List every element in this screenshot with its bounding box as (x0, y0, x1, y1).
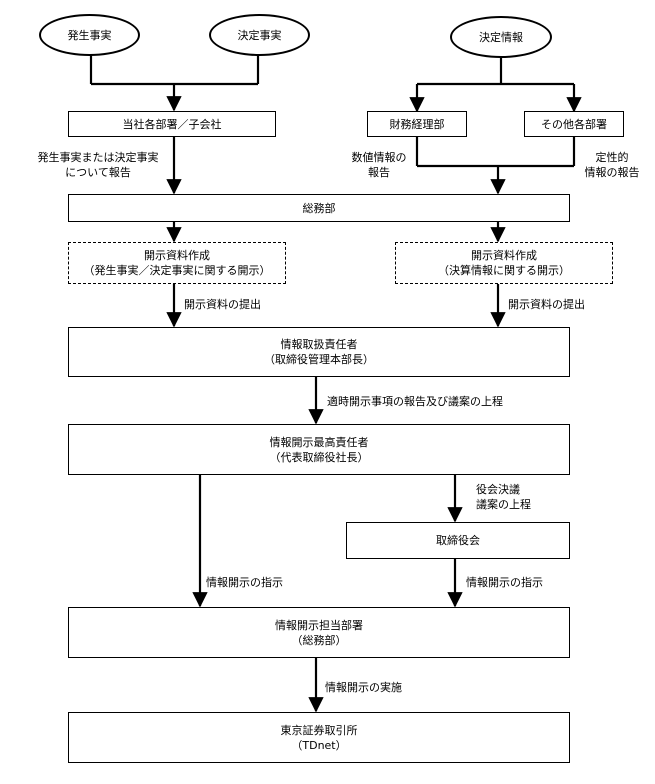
disclosure-dept-line2: （総務部） (291, 633, 347, 647)
finance-box: 財務経理部 (367, 111, 467, 137)
info-officer-box: 情報取扱責任者 （取締役管理本部長） (68, 327, 570, 377)
top-officer-line2: （代表取締役社長） (269, 450, 369, 464)
qualitative-line2: 情報の報告 (584, 166, 640, 179)
top-officer-box: 情報開示最高責任者 （代表取締役社長） (68, 424, 570, 475)
general-affairs-box: 総務部 (68, 194, 570, 222)
finance-label: 財務経理部 (389, 117, 445, 131)
board-box: 取締役会 (346, 522, 570, 559)
branches-label: 当社各部署／子会社 (122, 117, 222, 131)
prep-right-box: 開示資料作成 （決算情報に関する開示） (395, 242, 613, 284)
occurrence-ellipse: 発生事実 (39, 14, 140, 56)
board-label: 取締役会 (436, 534, 480, 547)
general-affairs-label: 総務部 (302, 201, 336, 215)
prep-left-line1: 開示資料作成 (144, 249, 210, 262)
execute-label: 情報開示の実施 (325, 681, 402, 694)
info-officer-line2: （取締役管理本部長） (264, 353, 374, 366)
tse-box: 東京証券取引所 （TDnet） (68, 712, 570, 763)
report-left-line2: について報告 (65, 166, 131, 179)
prep-left-line2: （発生事実／決定事実に関する開示） (83, 264, 271, 277)
qualitative-report-label: 定性的 情報の報告 (577, 150, 647, 180)
other-depts-box: その他各部署 (524, 111, 624, 137)
submit-left-label: 開示資料の提出 (184, 298, 261, 311)
occurrence-label: 発生事実 (67, 29, 112, 42)
timely-report-label: 適時開示事項の報告及び議案の上程 (327, 395, 503, 408)
decision-label: 決定事実 (237, 29, 282, 42)
board-resolution-line1: 役会決議 (476, 483, 520, 496)
prep-right-line2: （決算情報に関する開示） (438, 264, 570, 277)
decision-ellipse: 決定事実 (209, 14, 310, 56)
numeric-line2: 報告 (368, 166, 390, 179)
prep-left-box: 開示資料作成 （発生事実／決定事実に関する開示） (68, 242, 286, 284)
qualitative-line1: 定性的 (595, 151, 629, 164)
instruct-left-label: 情報開示の指示 (206, 576, 283, 589)
disclosure-dept-box: 情報開示担当部署 （総務部） (68, 607, 570, 658)
prep-right-line1: 開示資料作成 (471, 249, 537, 262)
decided-info-label: 決定情報 (479, 31, 523, 44)
submit-right-label: 開示資料の提出 (508, 298, 585, 311)
report-left-line1: 発生事実または決定事実 (37, 151, 159, 164)
tse-line1: 東京証券取引所 (280, 723, 358, 737)
other-depts-label: その他各部署 (541, 117, 607, 131)
tse-line2: （TDnet） (291, 738, 347, 752)
disclosure-dept-line1: 情報開示担当部署 (275, 618, 363, 632)
numeric-line1: 数値情報の (351, 151, 407, 164)
numeric-report-label: 数値情報の 報告 (346, 150, 412, 180)
board-resolution-label: 役会決議 議案の上程 (476, 482, 531, 512)
branches-box: 当社各部署／子会社 (68, 111, 276, 137)
info-officer-line1: 情報取扱責任者 (280, 338, 358, 351)
report-left-label: 発生事実または決定事実 について報告 (30, 150, 166, 180)
decided-info-ellipse: 決定情報 (450, 16, 552, 58)
top-officer-line1: 情報開示最高責任者 (269, 435, 369, 449)
board-resolution-line2: 議案の上程 (476, 498, 531, 511)
instruct-right-label: 情報開示の指示 (466, 576, 543, 589)
